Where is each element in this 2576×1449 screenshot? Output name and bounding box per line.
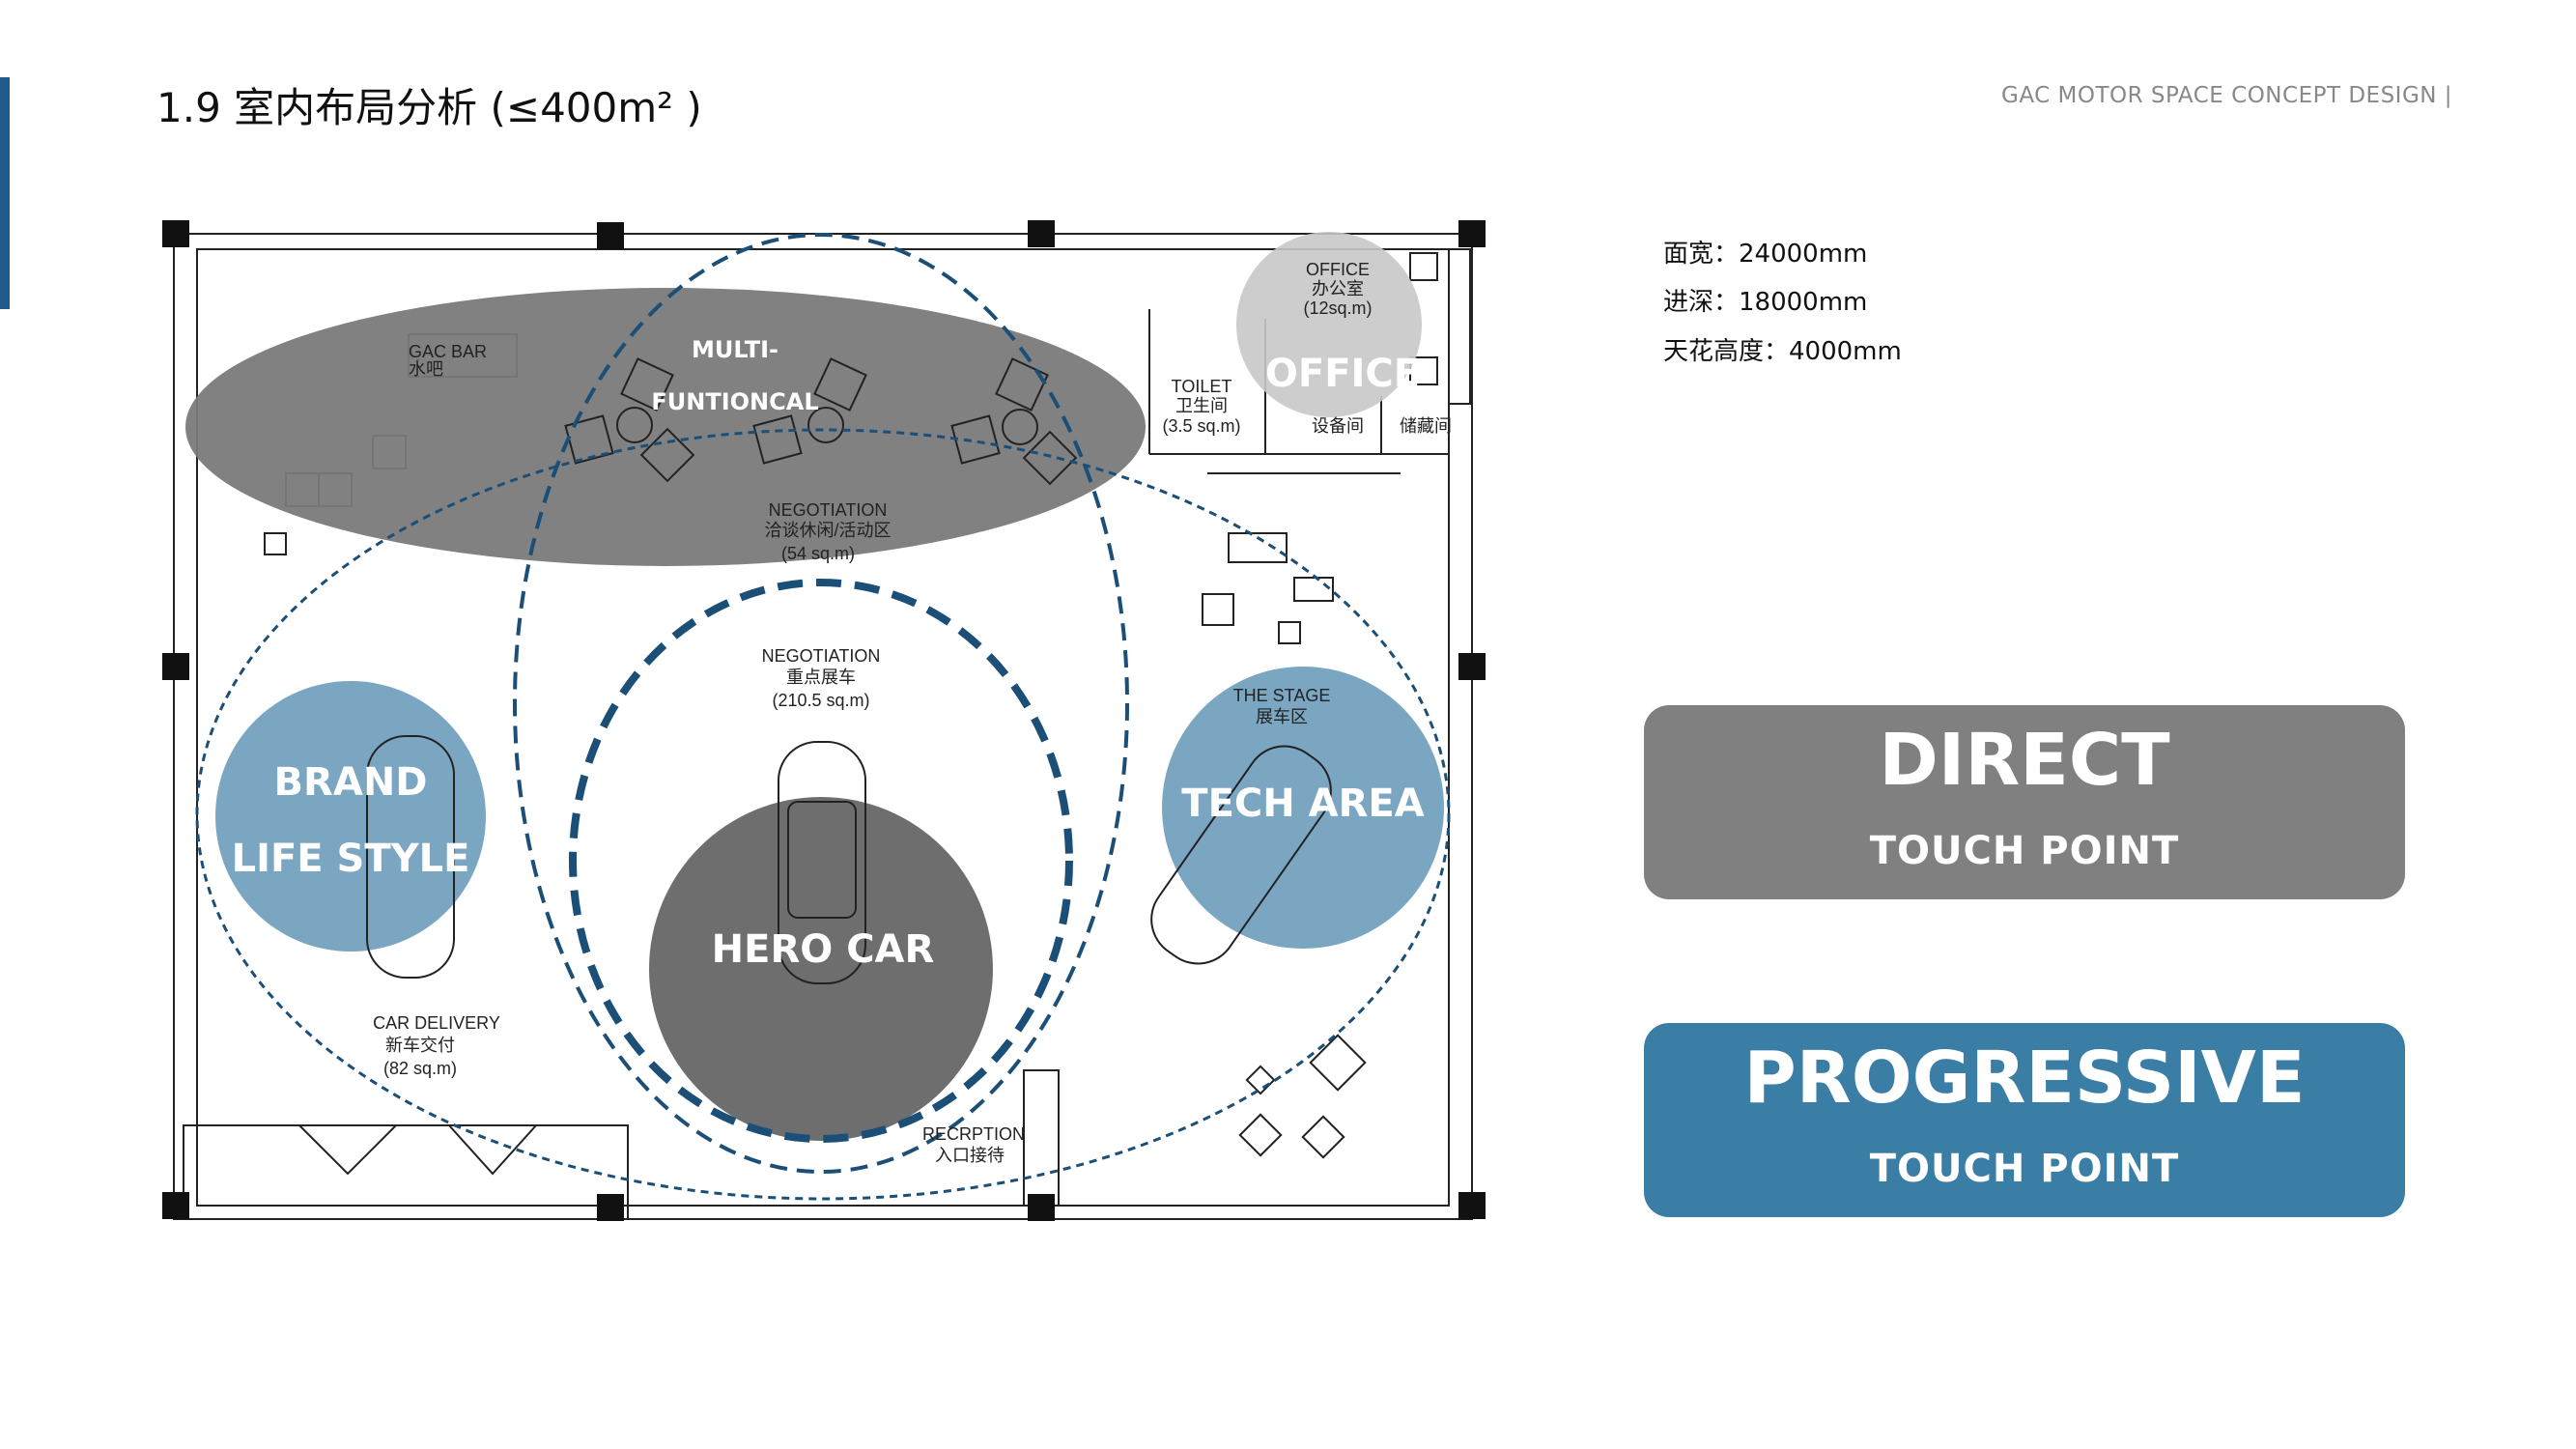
- gac-bar-label-cn: 水吧: [409, 359, 443, 379]
- lounge-area: (54 sq.m): [781, 544, 855, 563]
- direct-subtitle: TOUCH POINT: [1869, 829, 2180, 873]
- brand-header: GAC MOTOR SPACE CONCEPT DESIGN |: [2001, 83, 2453, 108]
- progressive-touch-point-card: PROGRESSIVE TOUCH POINT: [1644, 1023, 2405, 1217]
- multi-label: MULTI-: [692, 336, 778, 363]
- tall-dashed-ellipse: [513, 233, 1129, 1174]
- brand-zone: [215, 681, 486, 952]
- lifestyle-label: LIFE STYLE: [232, 837, 470, 881]
- direct-touch-point-card: DIRECT TOUCH POINT: [1644, 705, 2405, 899]
- reception-label-cn: 入口接待: [935, 1146, 1005, 1165]
- office-small-label-cn: 办公室: [1312, 279, 1364, 298]
- spec-width: 面宽：24000mm: [1663, 240, 1868, 269]
- car-outlines: [366, 735, 1332, 984]
- columns: [162, 220, 1486, 1221]
- toilet-area: (3.5 sq.m): [1162, 416, 1240, 436]
- hero-dashed-ellipse: [569, 579, 1073, 1143]
- car-delivery-area: (82 sq.m): [383, 1059, 457, 1078]
- reception-label: RECRPTION: [922, 1124, 1025, 1144]
- brand-label: BRAND: [274, 760, 428, 805]
- toilet-label: TOILET: [1172, 377, 1232, 396]
- functional-label: FUNTIONCAL: [651, 388, 818, 415]
- lounge-label-cn: 洽谈休闲/活动区: [764, 521, 891, 540]
- office-small-area: (12sq.m): [1303, 298, 1372, 318]
- direct-title: DIRECT: [1879, 719, 2170, 802]
- lounge-label: NEGOTIATION: [769, 500, 888, 520]
- equipment-room-label: 设备间: [1312, 416, 1364, 436]
- progressive-dotted-ellipse: [195, 428, 1451, 1201]
- office-small-label: OFFICE: [1306, 260, 1370, 279]
- hero-negotiation-label: NEGOTIATION: [762, 646, 881, 666]
- storage-room-label: 储藏间: [1400, 416, 1452, 436]
- tech-zone: [1162, 667, 1444, 949]
- spec-ceiling: 天花高度：4000mm: [1663, 337, 1902, 366]
- toilet-label-cn: 卫生间: [1175, 396, 1228, 415]
- lounge-furniture: [564, 357, 1078, 486]
- stage-label: THE STAGE: [1233, 686, 1331, 705]
- hero-negotiation-area: (210.5 sq.m): [772, 691, 869, 710]
- spec-depth: 进深：18000mm: [1663, 288, 1868, 317]
- tech-area-label: TECH AREA: [1181, 781, 1424, 826]
- progressive-title: PROGRESSIVE: [1743, 1037, 2306, 1120]
- car-delivery-label-cn: 新车交付: [385, 1036, 455, 1055]
- page-title: 1.9 室内布局分析 (≤400m² ): [156, 84, 702, 131]
- hero-car-label: HERO CAR: [712, 927, 935, 972]
- stage-label-cn: 展车区: [1256, 707, 1308, 726]
- accent-bar: [0, 77, 10, 309]
- gac-bar-label: GAC BAR: [409, 342, 487, 361]
- car-delivery-label: CAR DELIVERY: [373, 1013, 500, 1033]
- hero-negotiation-label-cn: 重点展车: [786, 668, 856, 687]
- hero-car-zone: [649, 797, 993, 1141]
- multi-functional-zone: [185, 288, 1146, 566]
- progressive-subtitle: TOUCH POINT: [1869, 1147, 2180, 1191]
- office-zone: [1236, 232, 1422, 417]
- office-label: OFFICE: [1265, 352, 1420, 396]
